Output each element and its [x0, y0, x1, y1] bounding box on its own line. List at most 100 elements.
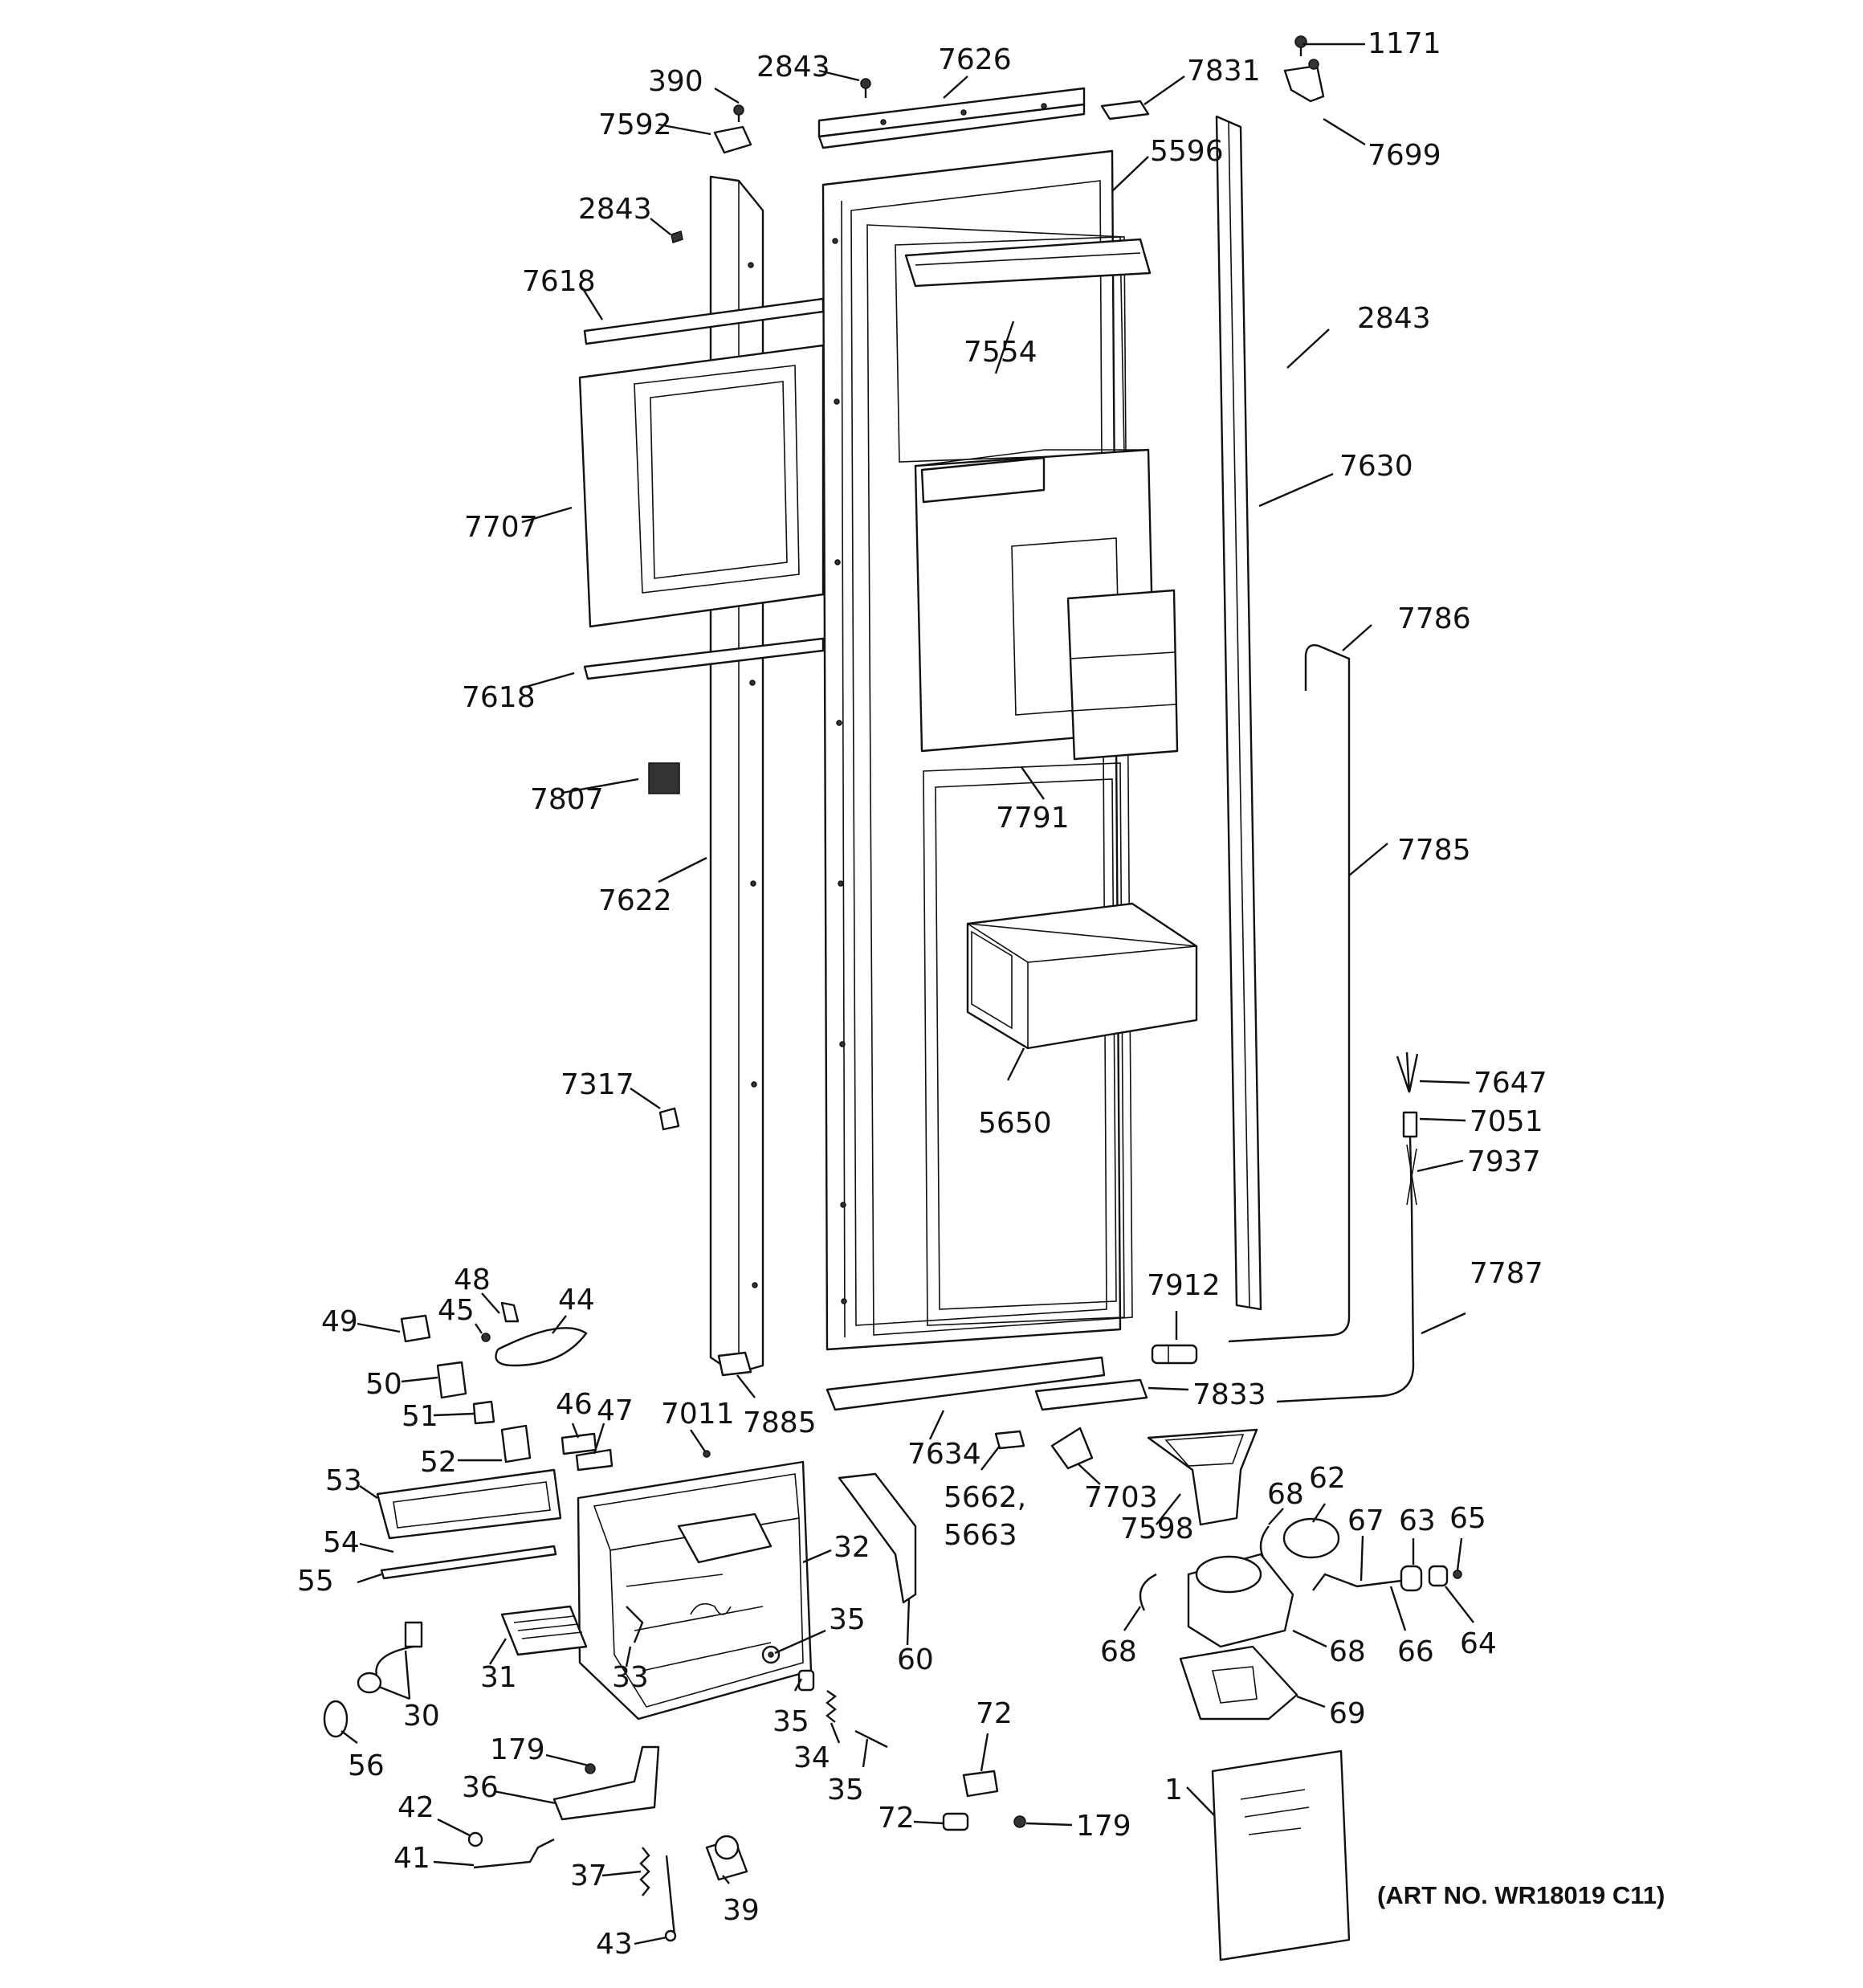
callout-63: 63 [1399, 1504, 1436, 1537]
callout-50: 50 [365, 1368, 402, 1401]
callout-7831: 7831 [1187, 55, 1261, 88]
part-62-seal [1282, 1517, 1340, 1559]
callout-7787: 7787 [1470, 1257, 1543, 1290]
part-7598-chute [1147, 1428, 1258, 1526]
callout-51: 51 [402, 1400, 438, 1433]
callout-55: 55 [297, 1565, 334, 1598]
callout-7618-lower: 7618 [462, 681, 536, 714]
callout-39: 39 [723, 1894, 760, 1927]
part-69-funnel [1179, 1645, 1298, 1721]
callout-2843-right: 2843 [1357, 302, 1431, 335]
screw-1171-icon [1294, 35, 1307, 56]
callout-7622: 7622 [598, 884, 672, 917]
callout-48: 48 [454, 1263, 491, 1296]
part-42-grommet [467, 1831, 483, 1847]
callout-46: 46 [556, 1388, 593, 1421]
part-7785-tube [1228, 643, 1351, 1343]
callout-60: 60 [897, 1643, 934, 1676]
callout-53: 53 [325, 1464, 362, 1497]
callout-54: 54 [323, 1526, 360, 1559]
callout-labels: 1171 390 2843 7626 7831 7592 7699 5596 2… [297, 27, 1665, 1961]
callout-31: 31 [480, 1661, 517, 1694]
art-number: (ART NO. WR18019 C11) [1377, 1881, 1665, 1909]
callout-72-upper: 72 [976, 1697, 1013, 1730]
callout-2843: 2843 [756, 51, 830, 84]
part-72-clip [962, 1770, 999, 1798]
callout-36: 36 [462, 1771, 499, 1804]
part-35-washer [761, 1645, 781, 1664]
callout-7317: 7317 [561, 1068, 634, 1101]
callout-7791: 7791 [996, 802, 1070, 835]
callout-42: 42 [397, 1791, 434, 1824]
part-7618-upper-rail [583, 297, 825, 345]
part-7317-clip [658, 1107, 680, 1131]
callout-7618-upper: 7618 [522, 265, 596, 298]
part-39-cam [705, 1835, 748, 1881]
part-34-spring [826, 1690, 838, 1723]
part-55-strip [380, 1545, 557, 1580]
callout-62: 62 [1309, 1462, 1346, 1495]
part-7699-hinge [1283, 59, 1325, 103]
callout-1171: 1171 [1368, 27, 1441, 60]
leader-lines [340, 43, 1474, 1945]
callout-7807: 7807 [530, 783, 604, 816]
callout-7592: 7592 [598, 108, 672, 141]
callout-34: 34 [793, 1741, 830, 1774]
part-49-switch [400, 1314, 431, 1343]
callout-33: 33 [612, 1661, 649, 1694]
callout-7626: 7626 [938, 43, 1012, 76]
part-52-box [500, 1424, 532, 1463]
part-179-screw-right-icon [1013, 1815, 1026, 1828]
part-1-manual [1211, 1749, 1351, 1961]
callout-35-mid: 35 [773, 1705, 809, 1738]
part-37-spring [639, 1847, 650, 1896]
part-7011-screw-icon [698, 1441, 711, 1458]
callout-179-left: 179 [490, 1733, 545, 1766]
part-7703-bracket [1050, 1427, 1094, 1470]
callout-65: 65 [1449, 1502, 1486, 1535]
part-53-frame [376, 1468, 562, 1540]
part-7831-bracket [1100, 100, 1150, 120]
callout-7703: 7703 [1084, 1481, 1158, 1514]
callout-35-upper: 35 [829, 1603, 866, 1636]
callout-5662: 5662, [944, 1481, 1026, 1514]
callout-41: 41 [393, 1842, 430, 1875]
part-44-handle [495, 1327, 588, 1367]
callout-45: 45 [438, 1294, 475, 1327]
part-45-washer [481, 1333, 491, 1342]
callout-7647: 7647 [1474, 1067, 1547, 1100]
callout-7937: 7937 [1467, 1145, 1541, 1178]
callout-7912: 7912 [1147, 1269, 1221, 1302]
part-41-rod [473, 1838, 555, 1869]
callout-69: 69 [1329, 1697, 1366, 1730]
callout-7785: 7785 [1397, 834, 1471, 867]
callout-5596: 5596 [1150, 135, 1224, 168]
callout-72-lower: 72 [878, 1802, 915, 1835]
callout-68-left: 68 [1100, 1635, 1137, 1668]
callout-390: 390 [648, 65, 703, 98]
part-48-actuator [500, 1301, 520, 1323]
part-5662-tab [994, 1430, 1025, 1450]
callout-7051: 7051 [1470, 1105, 1543, 1138]
part-7592-cap [713, 104, 752, 154]
callout-7634: 7634 [907, 1438, 981, 1471]
callout-35-lower: 35 [827, 1774, 864, 1806]
part-7630-right-rail [1215, 115, 1262, 1311]
callout-179-right: 179 [1076, 1810, 1131, 1843]
part-50-plate [436, 1361, 467, 1399]
callout-7598: 7598 [1120, 1512, 1194, 1545]
part-7707-panel [578, 344, 825, 628]
callout-37: 37 [570, 1859, 607, 1892]
callout-7707: 7707 [464, 511, 538, 544]
part-5650-bin [966, 902, 1198, 1050]
part-35-rod [854, 1729, 888, 1749]
callout-7885: 7885 [743, 1406, 817, 1439]
callout-52: 52 [420, 1446, 457, 1479]
callout-5663: 5663 [944, 1519, 1017, 1552]
callout-47: 47 [597, 1394, 634, 1427]
callout-49: 49 [321, 1305, 358, 1338]
part-36-bracket [552, 1745, 660, 1821]
part-33-wire [626, 1606, 644, 1643]
part-43-link [664, 1855, 677, 1942]
